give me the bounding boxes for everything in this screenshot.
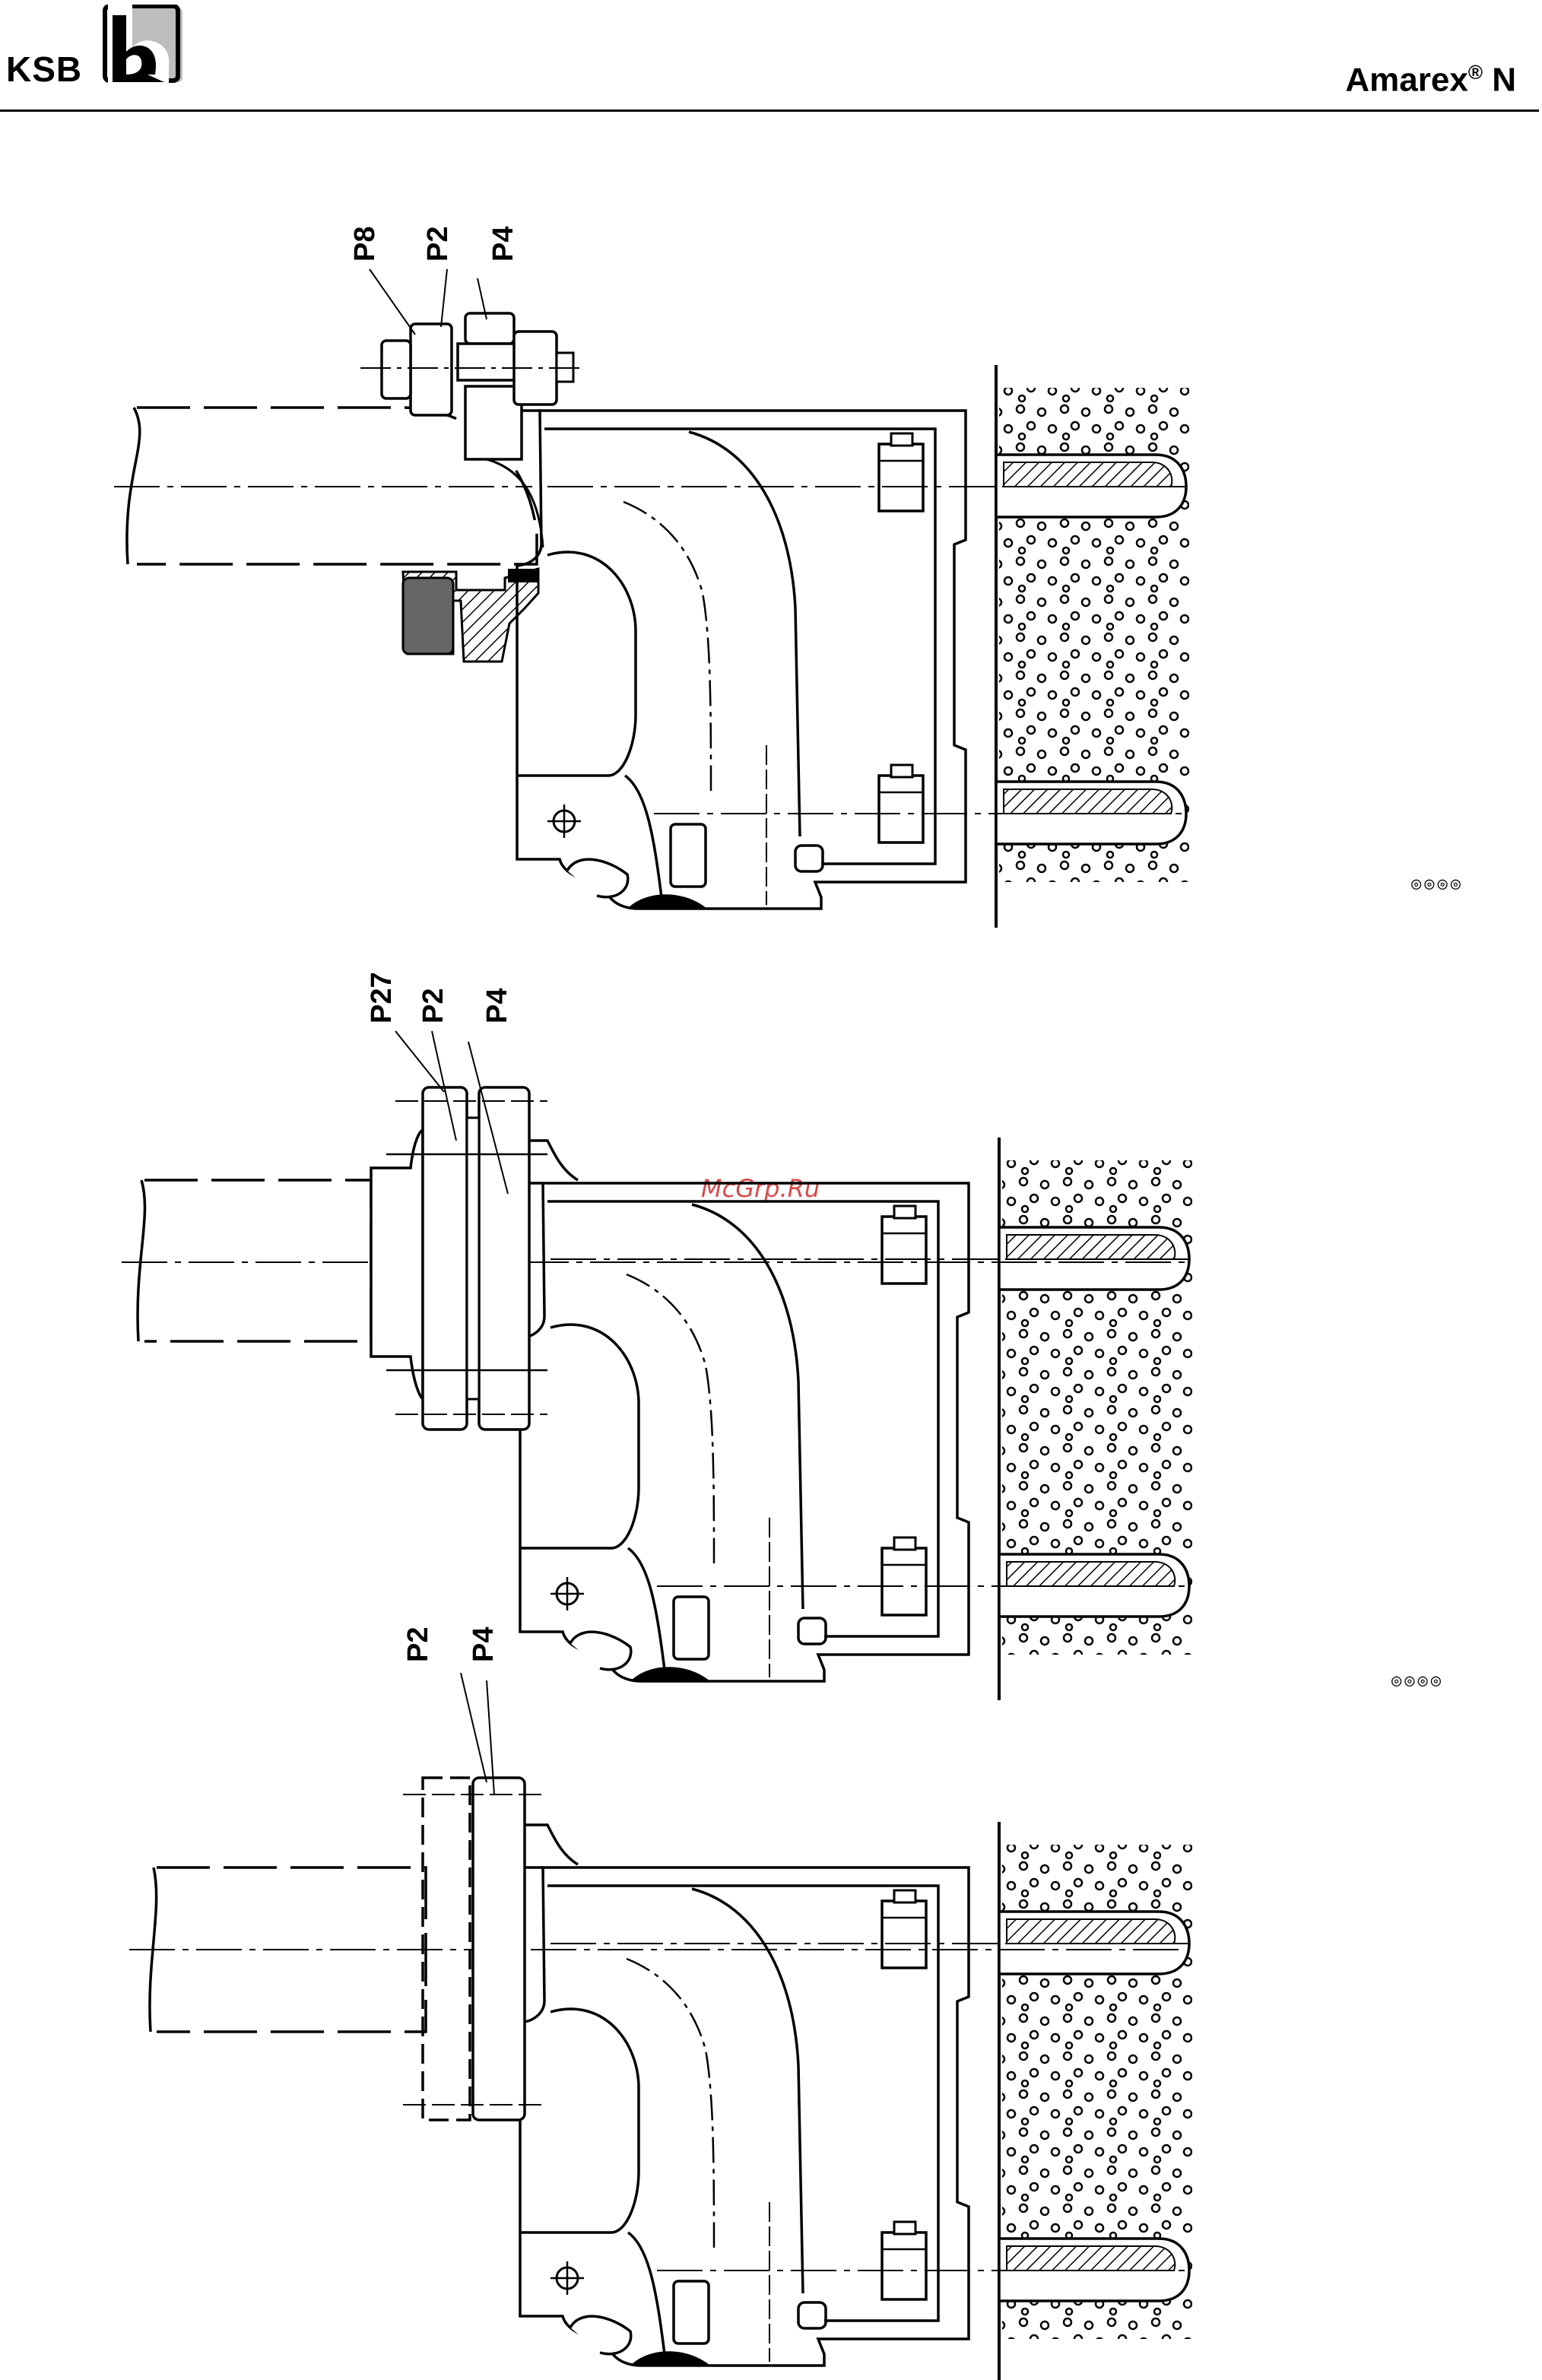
part-label-p8: P8 xyxy=(349,227,381,262)
figure-1: P8 P2 P4 xyxy=(114,227,1189,928)
part-label-p2: P2 xyxy=(422,227,454,262)
part-label-p4: P4 xyxy=(481,988,513,1023)
part-label-p2: P2 xyxy=(417,988,449,1023)
part-label-p27: P27 xyxy=(366,972,398,1023)
part-label-p4: P4 xyxy=(487,227,519,262)
part-label-p4: P4 xyxy=(468,1627,500,1662)
figure-2: P27 P2 P4 xyxy=(122,972,1192,1700)
figure-3: P2 P4 xyxy=(129,1627,1192,2380)
part-label-p2: P2 xyxy=(402,1627,434,1662)
